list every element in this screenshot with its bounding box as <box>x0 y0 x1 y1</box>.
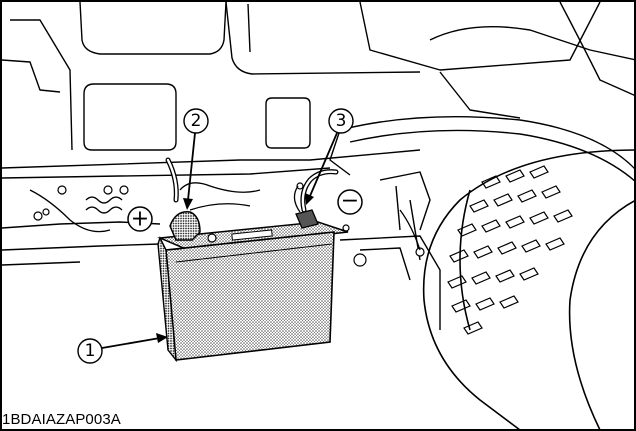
callout-1: 1 <box>78 333 168 363</box>
rear-tire <box>424 150 636 430</box>
positive-symbol: + <box>128 207 152 232</box>
svg-text:−: − <box>341 189 359 214</box>
battery-front <box>166 232 334 360</box>
svg-text:3: 3 <box>336 111 347 131</box>
svg-text:2: 2 <box>191 111 202 131</box>
svg-text:1: 1 <box>85 341 96 361</box>
positive-terminal-cap <box>168 160 216 242</box>
tire-tread <box>448 166 572 334</box>
battery <box>158 222 348 360</box>
figure-code: 1BDAIAZAP003A <box>2 411 242 429</box>
svg-text:+: + <box>131 207 149 232</box>
callout-2: 2 <box>183 109 208 210</box>
negative-symbol: − <box>338 189 362 215</box>
